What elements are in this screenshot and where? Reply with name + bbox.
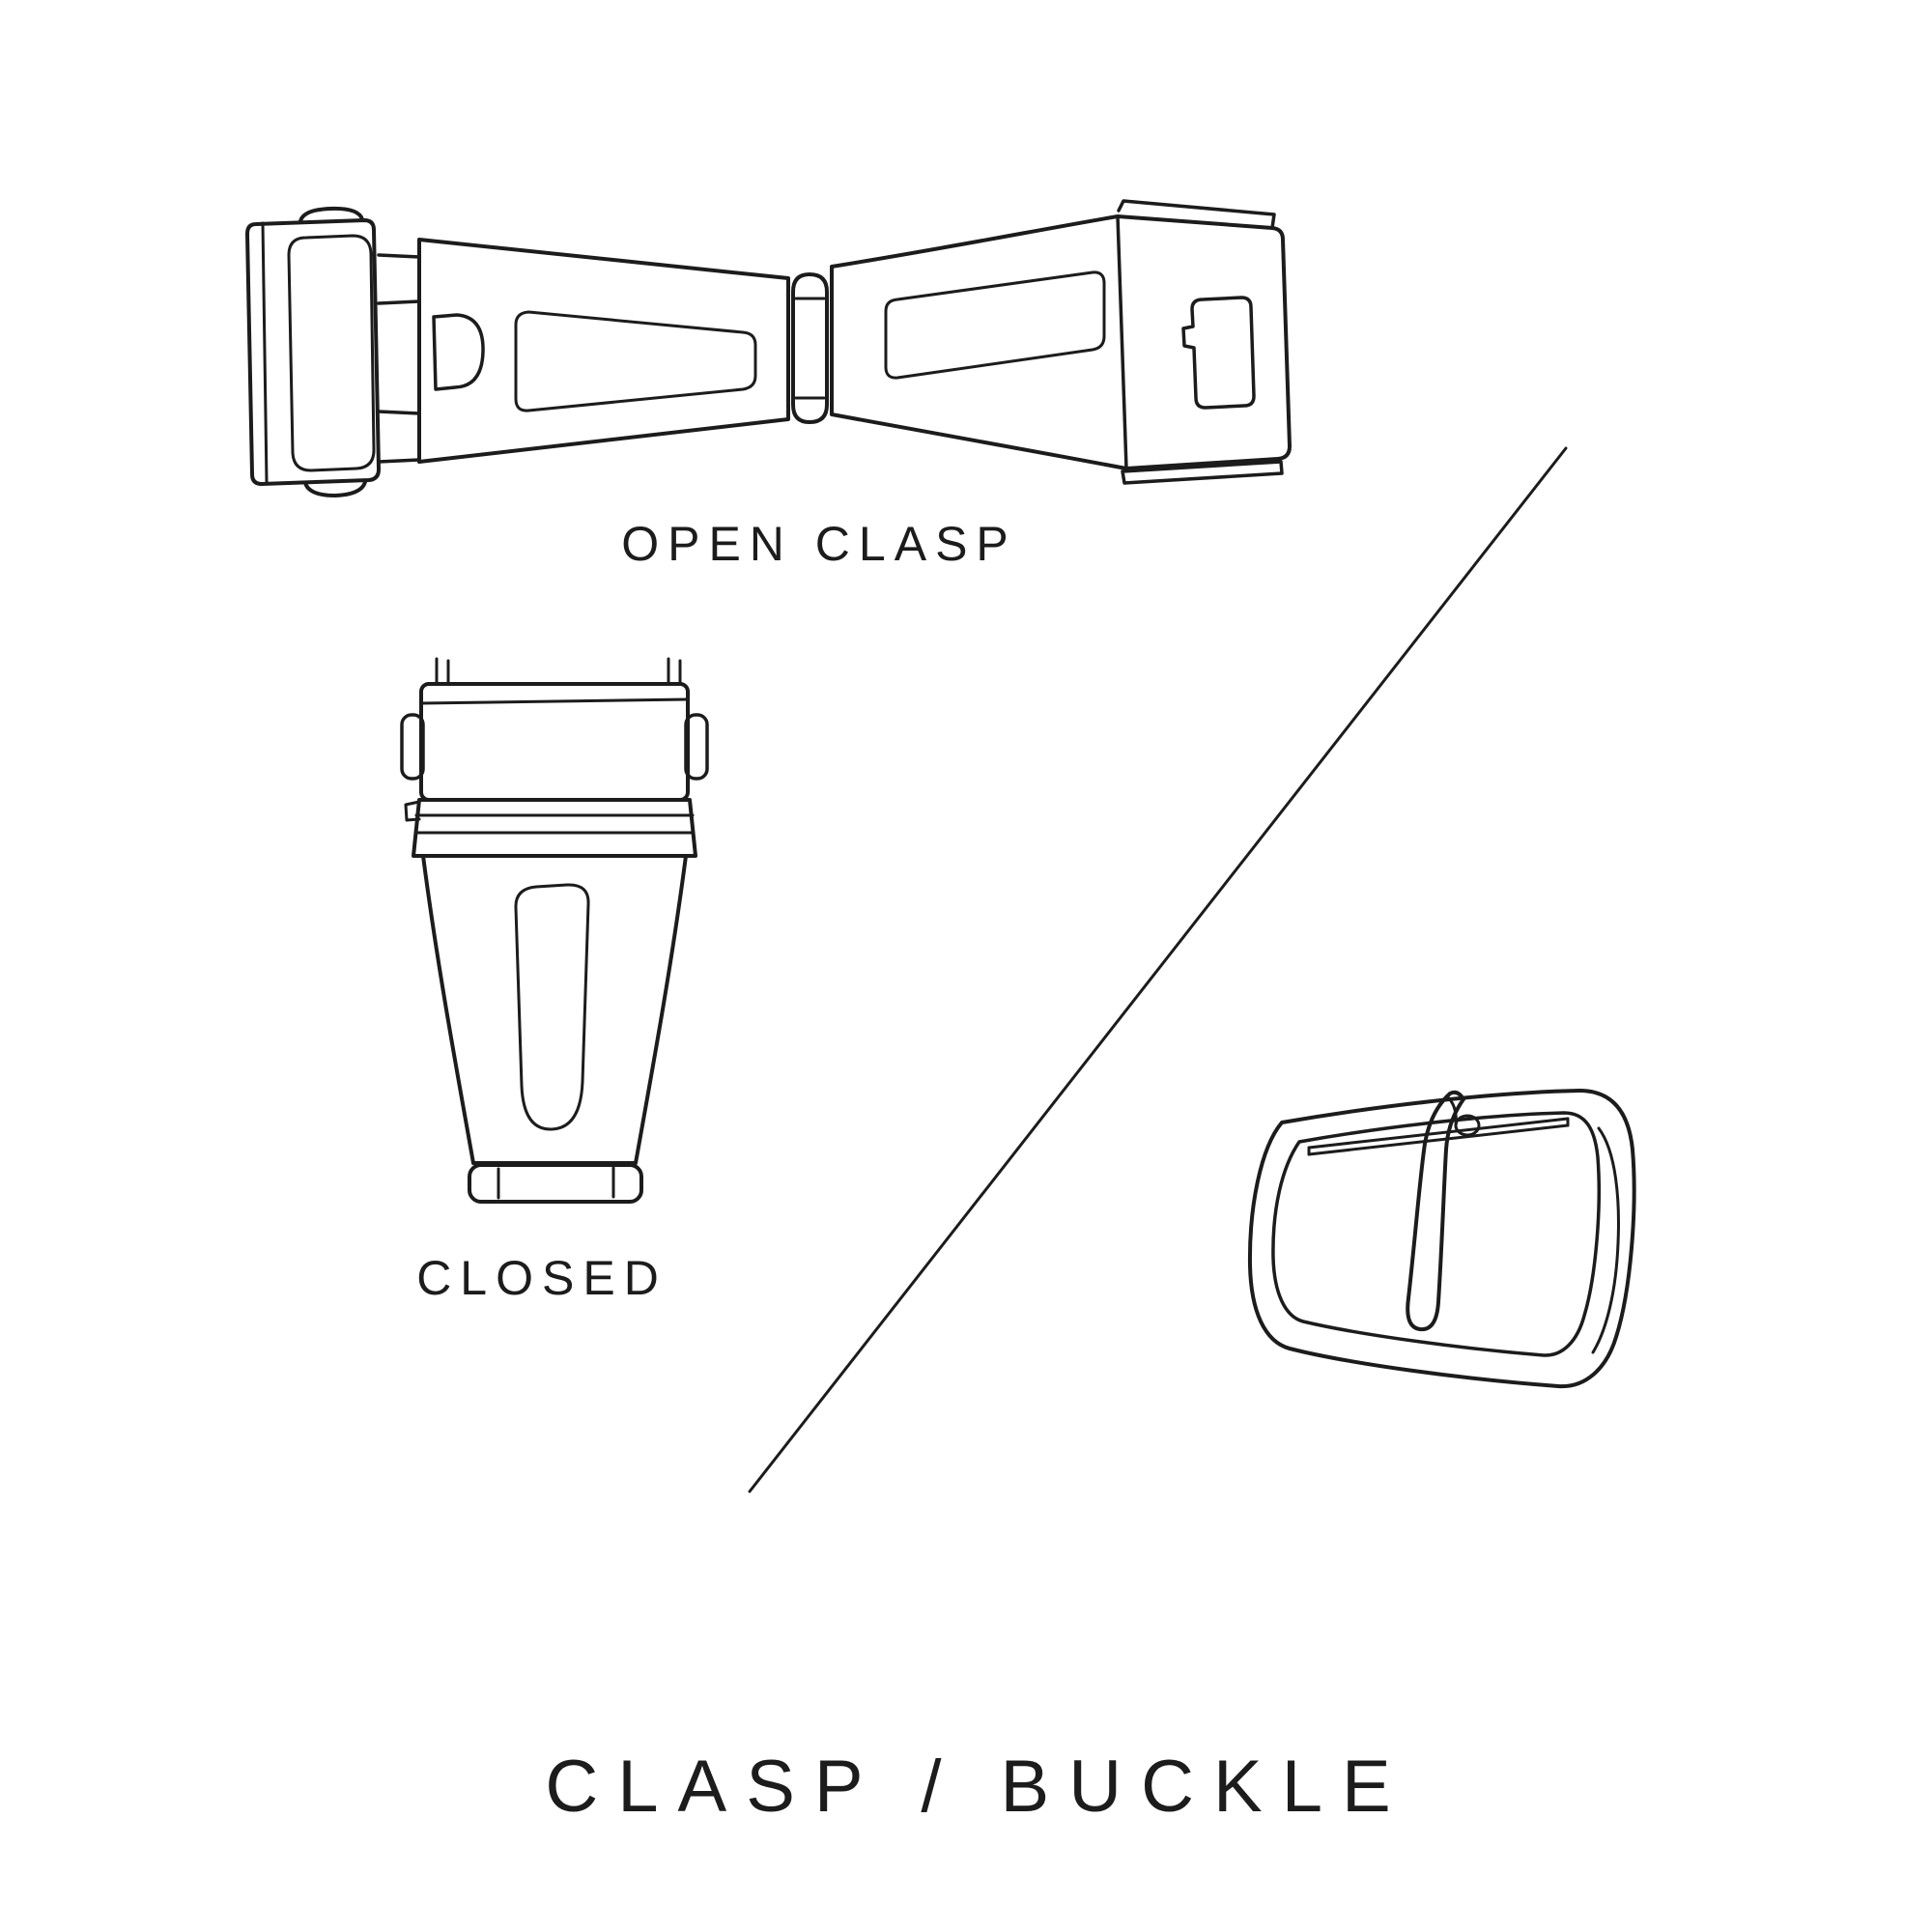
buckle-tongue [1406,1090,1465,1332]
buckle-spring-bar [1307,1114,1570,1156]
open-clasp-right-arm [830,199,1292,485]
open-clasp-label: OPEN CLASP [621,517,1017,571]
closed-clasp-illustration [377,649,734,1229]
open-clasp-illustration [217,182,1328,515]
open-clasp-left-endlink [245,206,421,497]
page-title: CLASP / BUCKLE [545,1746,1410,1828]
open-clasp-hinge [791,272,829,424]
buckle-illustration [1239,1084,1664,1451]
buckle-frame [1247,1089,1636,1389]
closed-clasp-label: CLOSED [416,1251,668,1305]
open-clasp-left-arm [417,238,790,464]
closed-clasp-body [400,657,709,1204]
